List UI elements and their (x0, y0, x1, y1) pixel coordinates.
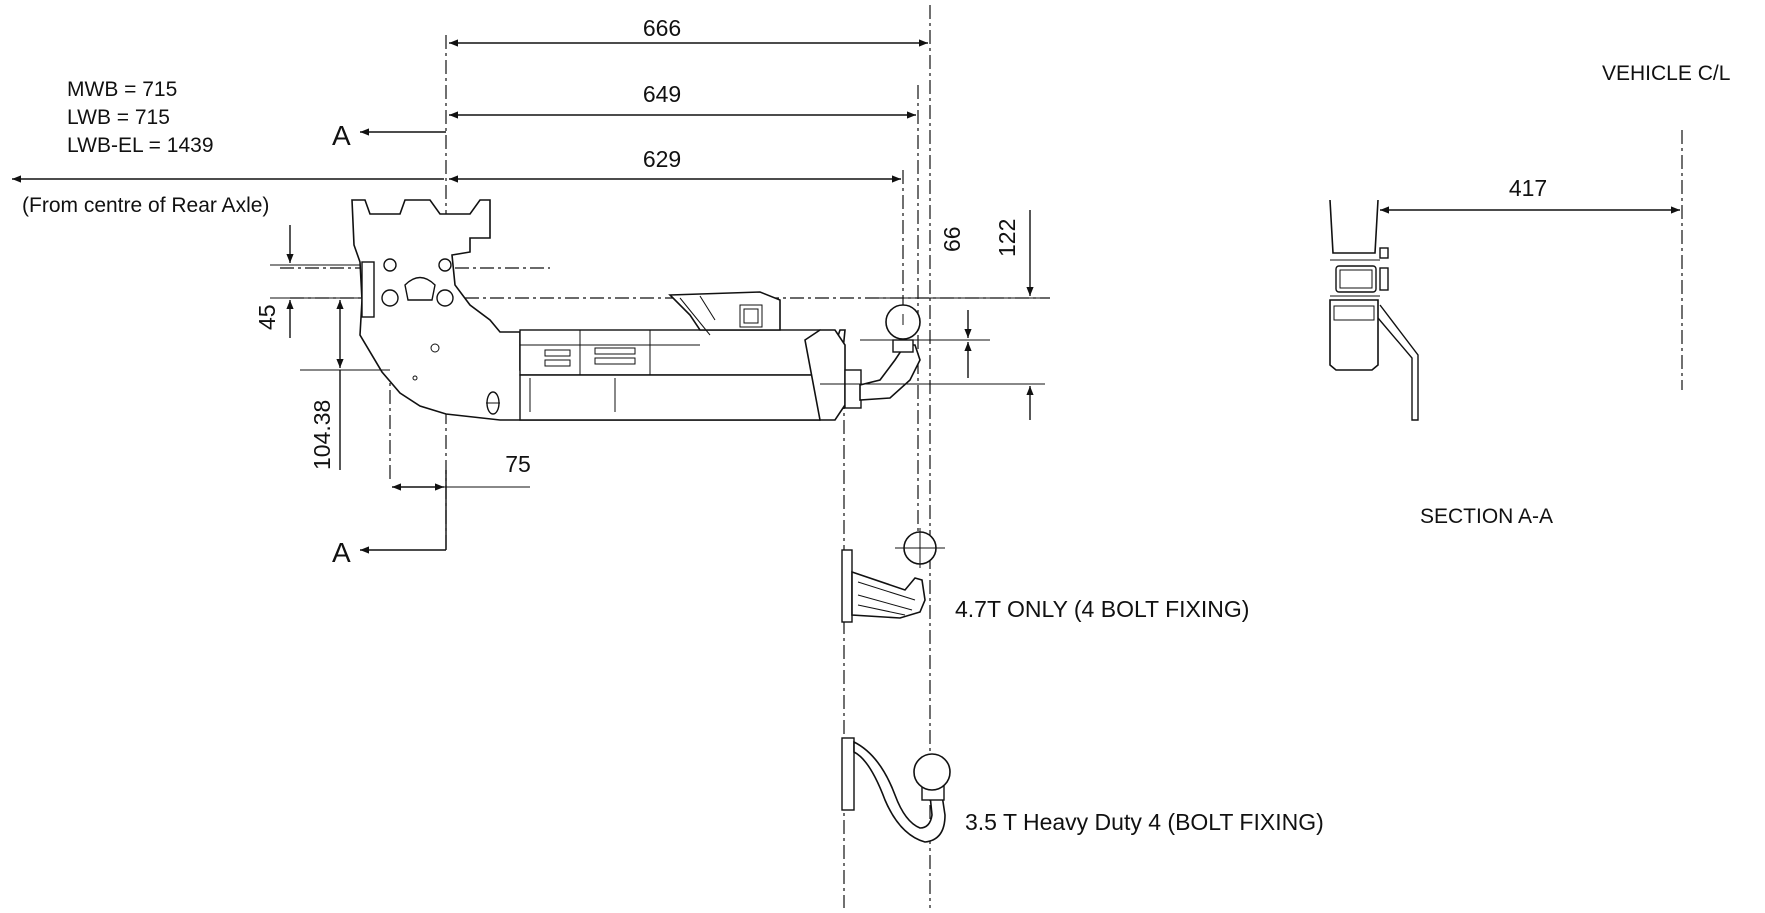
dim-text-45: 45 (254, 304, 280, 330)
section-mid-block (1335, 265, 1377, 293)
dim-text-104: 104.38 (309, 400, 335, 470)
tow-ball-neck (859, 344, 921, 401)
mount-plate-3-5t (841, 737, 855, 811)
side-plate (361, 261, 375, 318)
ball-3-5t (913, 753, 951, 791)
centre-lines (280, 5, 1683, 908)
dim-text-649: 649 (643, 81, 681, 107)
vertical-dimensions-left (270, 225, 390, 470)
section-marker-bottom: A (332, 470, 447, 568)
section-lower-block (1329, 299, 1379, 371)
dim-text-66: 66 (939, 226, 965, 252)
neck-3-5t (853, 740, 946, 843)
ball-collar (892, 339, 914, 353)
section-upper-rail (1329, 199, 1379, 254)
bolt-hole-1 (383, 258, 397, 272)
dim-text-75: 75 (505, 451, 531, 477)
neck-4-7t (851, 570, 926, 619)
note-from-rear-axle: (From centre of Rear Axle) (22, 194, 269, 217)
note-lwb: LWB = 715 (67, 106, 170, 129)
vertical-dimensions-right (935, 210, 1045, 420)
tow-ball-3-5t (841, 737, 951, 843)
section-letter-bottom: A (332, 537, 351, 568)
section-tab-2 (1379, 267, 1389, 291)
tow-bar-assembly (351, 199, 1040, 421)
bolt-hole-4 (436, 289, 454, 307)
dim-text-666: 666 (643, 15, 681, 41)
option-3-5t-label: 3.5 T Heavy Duty 4 (BOLT FIXING) (965, 809, 1324, 835)
note-mwb: MWB = 715 (67, 78, 177, 101)
lower-beam (519, 374, 821, 421)
cross-beam (519, 329, 821, 376)
section-letter-top: A (332, 120, 351, 151)
section-tab-1 (1379, 247, 1389, 259)
section-marker-top: A (332, 120, 446, 151)
electrics-bracket (668, 291, 781, 331)
bolt-hole-3 (381, 289, 399, 307)
vehicle-centre-line-label: VEHICLE C/L (1602, 62, 1730, 85)
section-strap (1377, 304, 1419, 421)
mount-plate-4-7t (841, 549, 853, 623)
horizontal-dimensions (12, 39, 928, 183)
bracket-slot (404, 276, 436, 301)
dim-text-629: 629 (643, 146, 681, 172)
rear-clamp (844, 369, 862, 409)
section-a-a-title: SECTION A-A (1420, 505, 1553, 528)
tow-ball-4-7t (841, 528, 945, 623)
dim-text-417: 417 (1509, 175, 1547, 201)
dim-text-122: 122 (994, 219, 1020, 257)
note-lwb-el: LWB-EL = 1439 (67, 134, 214, 157)
bolt-hole-2 (438, 258, 452, 272)
option-4-7t-label: 4.7T ONLY (4 BOLT FIXING) (955, 596, 1249, 622)
section-a-a-view (1329, 199, 1419, 421)
